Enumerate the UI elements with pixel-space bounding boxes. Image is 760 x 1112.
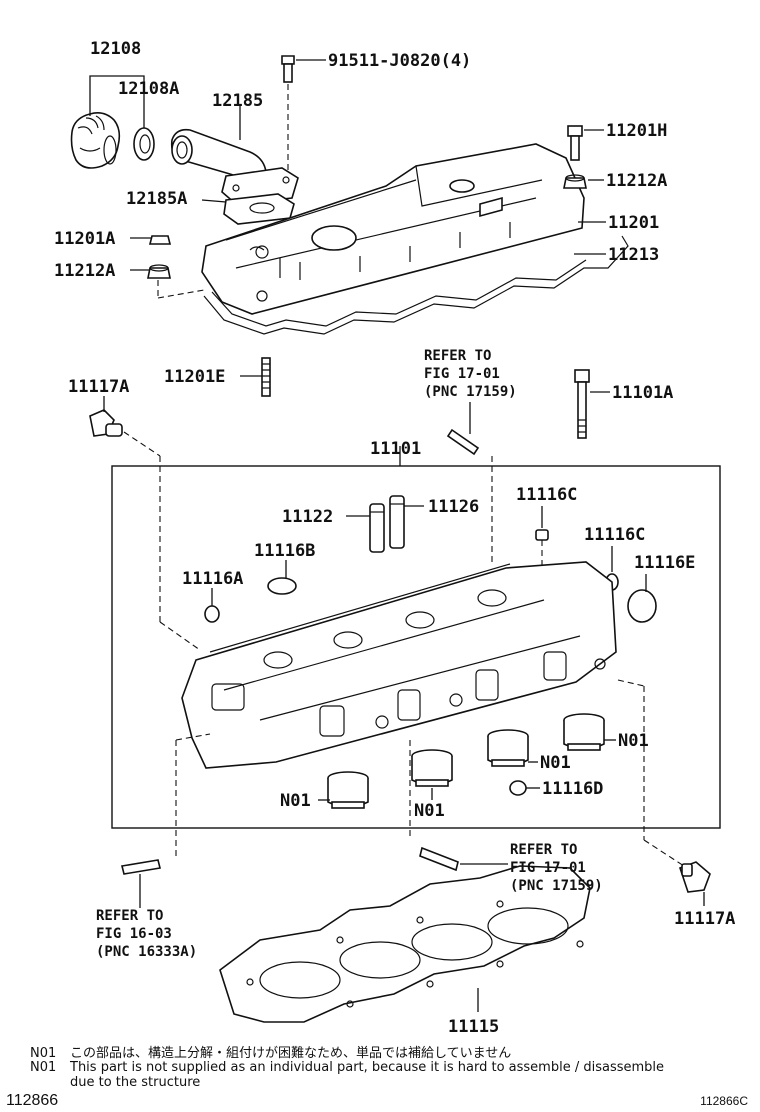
note-japanese: N01 この部品は、構造上分解・組付けが困難なため、単品では補給していません — [30, 1042, 511, 1061]
label-11122: 11122 — [282, 507, 333, 527]
note-tag: N01 — [30, 1060, 57, 1075]
oil-filler-pipe-12185 — [170, 128, 299, 207]
stud-11201e — [261, 357, 271, 397]
sleeve-n01-left — [327, 771, 369, 809]
label-n01-mid: N01 — [540, 753, 571, 773]
bolt-11201h — [567, 125, 583, 161]
note-en-text-2: due to the structure — [70, 1075, 201, 1090]
label-91511: 91511-J0820(4) — [328, 51, 471, 71]
label-11116b: 11116B — [254, 541, 315, 561]
label-12185: 12185 — [212, 91, 263, 111]
label-11117a-bottom: 11117A — [674, 909, 735, 929]
label-n01-center: N01 — [414, 801, 445, 821]
gasket-12108a — [133, 127, 155, 161]
ref-left-line1: REFER TO — [96, 908, 163, 924]
label-12108: 12108 — [90, 39, 141, 59]
label-11116d: 11116D — [542, 779, 603, 799]
plug-11116e — [627, 589, 657, 623]
ref-top-line1: REFER TO — [424, 348, 491, 364]
note-tag: N01 — [30, 1046, 57, 1061]
cylinder-head-frame — [111, 465, 721, 829]
head-bolt-11101a — [574, 369, 590, 439]
seal-11201a — [148, 235, 172, 245]
label-11116e: 11116E — [634, 553, 695, 573]
label-11212a-left: 11212A — [54, 261, 115, 281]
cylinder-head-cover-11201 — [201, 143, 585, 315]
footer-right-id: 112866C — [700, 1094, 748, 1108]
head-cover-gasket-11213 — [203, 235, 629, 335]
plug-11116c-a — [535, 529, 549, 541]
label-11201e: 11201E — [164, 367, 225, 387]
label-11117a-top: 11117A — [68, 377, 129, 397]
label-11116c-b: 11116C — [584, 525, 645, 545]
label-11213: 11213 — [608, 245, 659, 265]
ref-left-line2: FIG 16-03 — [96, 926, 172, 942]
label-11101: 11101 — [370, 439, 421, 459]
label-n01-right: N01 — [618, 731, 649, 751]
note-english: N01 This part is not supplied as an indiv… — [30, 1060, 664, 1075]
plug-11117a-top — [89, 409, 123, 437]
label-11101a: 11101A — [612, 383, 673, 403]
sleeve-n01-mid — [487, 729, 529, 767]
label-12185a: 12185A — [126, 189, 187, 209]
stud-top — [446, 428, 480, 456]
label-11115: 11115 — [448, 1017, 499, 1037]
label-11116a: 11116A — [182, 569, 243, 589]
cylinder-head-11101 — [181, 561, 617, 769]
ref-top-line2: FIG 17-01 — [424, 366, 500, 382]
valve-guide-11122 — [369, 503, 385, 553]
plug-11116a — [204, 605, 220, 623]
ref-top-line3: (PNC 17159) — [424, 384, 517, 400]
label-11116c-a: 11116C — [516, 485, 577, 505]
ref-mid-line1: REFER TO — [510, 842, 577, 858]
stud-lower-left — [121, 859, 161, 875]
label-11201a: 11201A — [54, 229, 115, 249]
grommet-11212a-right — [563, 174, 587, 189]
plug-11117a-bottom — [678, 861, 711, 893]
note-en-text: This part is not supplied as an individu… — [70, 1060, 665, 1075]
bolt-91511 — [281, 55, 295, 83]
stud-lower-middle — [419, 846, 459, 872]
oil-filler-cap-12108 — [70, 112, 121, 169]
valve-guide-11126 — [389, 495, 405, 549]
label-11126: 11126 — [428, 497, 479, 517]
label-n01-left: N01 — [280, 791, 311, 811]
sleeve-n01-center — [411, 749, 453, 787]
label-11201: 11201 — [608, 213, 659, 233]
head-gasket-11115 — [219, 865, 591, 1023]
label-11201h: 11201H — [606, 121, 667, 141]
ref-left-line3: (PNC 16333A) — [96, 944, 197, 960]
note-jp-text: この部品は、構造上分解・組付けが困難なため、単品では補給していません — [70, 1046, 512, 1061]
ref-mid-line3: (PNC 17159) — [510, 878, 603, 894]
grommet-11212a-left — [147, 264, 171, 279]
label-12108a: 12108A — [118, 79, 179, 99]
note-english-cont: due to the structure — [30, 1075, 200, 1090]
label-11212a-right: 11212A — [606, 171, 667, 191]
plug-11116d — [509, 780, 527, 796]
footer-left-id: 112866 — [6, 1092, 59, 1109]
washer-11116b — [267, 577, 297, 595]
ref-mid-line2: FIG 17-01 — [510, 860, 586, 876]
sleeve-n01-right — [563, 713, 605, 751]
